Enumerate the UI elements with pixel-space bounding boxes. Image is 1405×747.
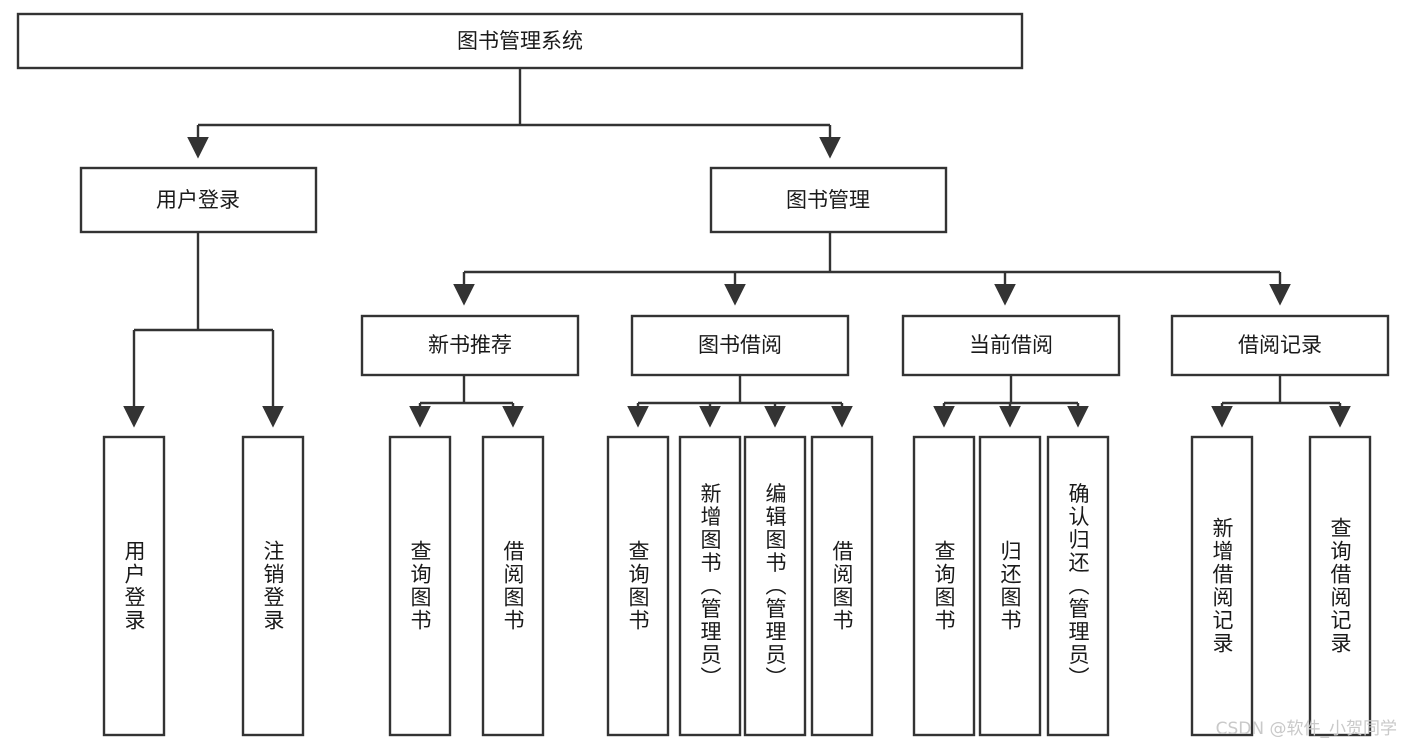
node-current-borrow-label: 当前借阅 [969,333,1053,357]
node-leaf-add-book[interactable]: 新增图书（管理员） [678,435,742,737]
node-borrow-record[interactable]: 借阅记录 [1170,314,1390,377]
node-leaf-query-record-box[interactable] [1308,435,1372,737]
node-leaf-user-login-label: 用户登录 [122,540,146,632]
connector-layer [123,68,1351,428]
node-leaf-borrow-book-2-label: 借阅图书 [830,540,854,632]
node-root-label: 图书管理系统 [457,29,583,53]
node-leaf-add-book-label: 新增图书（管理员） [698,483,722,690]
node-book-management[interactable]: 图书管理 [709,166,948,234]
node-borrow-record-label: 借阅记录 [1238,333,1322,357]
node-leaf-borrow-book-2[interactable]: 借阅图书 [810,435,874,737]
node-book-management-box[interactable] [709,166,948,234]
node-leaf-query-book-3-box[interactable] [912,435,976,737]
node-root-box[interactable] [16,12,1024,70]
node-leaf-logout-login-box[interactable] [241,435,305,737]
node-leaf-borrow-book-1-label: 借阅图书 [501,540,525,632]
node-borrow-record-box[interactable] [1170,314,1390,377]
node-leaf-edit-book-box[interactable] [743,435,807,737]
node-leaf-add-record-label: 新增借阅记录 [1210,517,1234,655]
node-leaf-query-book-3-label: 查询图书 [932,540,956,632]
node-leaf-edit-book-label: 编辑图书（管理员） [763,483,787,690]
node-book-borrow-label: 图书借阅 [698,333,782,357]
node-leaf-user-login[interactable]: 用户登录 [102,435,166,737]
node-leaf-confirm-return-label: 确认归还（管理员） [1066,483,1090,690]
node-leaf-query-book-2[interactable]: 查询图书 [606,435,670,737]
node-leaf-borrow-book-1-box[interactable] [481,435,545,737]
node-leaf-return-book-label: 归还图书 [998,540,1022,632]
node-leaf-query-book-1[interactable]: 查询图书 [388,435,452,737]
node-book-borrow-box[interactable] [630,314,850,377]
node-leaf-return-book[interactable]: 归还图书 [978,435,1042,737]
node-new-book-recommend[interactable]: 新书推荐 [360,314,580,377]
node-leaf-query-record-label: 查询借阅记录 [1328,517,1352,655]
node-book-management-label: 图书管理 [786,188,870,212]
node-user-login-label: 用户登录 [156,188,240,212]
node-leaf-confirm-return[interactable]: 确认归还（管理员） [1046,435,1110,737]
node-leaf-query-book-1-box[interactable] [388,435,452,737]
node-leaf-return-book-box[interactable] [978,435,1042,737]
node-leaf-logout-login[interactable]: 注销登录 [241,435,305,737]
node-leaf-confirm-return-box[interactable] [1046,435,1110,737]
node-leaf-borrow-book-2-box[interactable] [810,435,874,737]
node-user-login[interactable]: 用户登录 [79,166,318,234]
node-new-book-recommend-label: 新书推荐 [428,333,512,357]
node-leaf-query-record[interactable]: 查询借阅记录 [1308,435,1372,737]
node-leaf-logout-login-label: 注销登录 [261,540,285,632]
node-leaf-query-book-2-box[interactable] [606,435,670,737]
node-leaf-query-book-2-label: 查询图书 [626,540,650,632]
node-leaf-add-book-box[interactable] [678,435,742,737]
node-book-borrow[interactable]: 图书借阅 [630,314,850,377]
node-current-borrow[interactable]: 当前借阅 [901,314,1121,377]
node-leaf-user-login-box[interactable] [102,435,166,737]
node-new-book-recommend-box[interactable] [360,314,580,377]
node-leaf-borrow-book-1[interactable]: 借阅图书 [481,435,545,737]
node-leaf-add-record[interactable]: 新增借阅记录 [1190,435,1254,737]
node-current-borrow-box[interactable] [901,314,1121,377]
node-leaf-add-record-box[interactable] [1190,435,1254,737]
node-root[interactable]: 图书管理系统 [16,12,1024,70]
node-user-login-box[interactable] [79,166,318,234]
node-leaf-edit-book[interactable]: 编辑图书（管理员） [743,435,807,737]
node-leaf-query-book-1-label: 查询图书 [408,540,432,632]
node-leaf-query-book-3[interactable]: 查询图书 [912,435,976,737]
